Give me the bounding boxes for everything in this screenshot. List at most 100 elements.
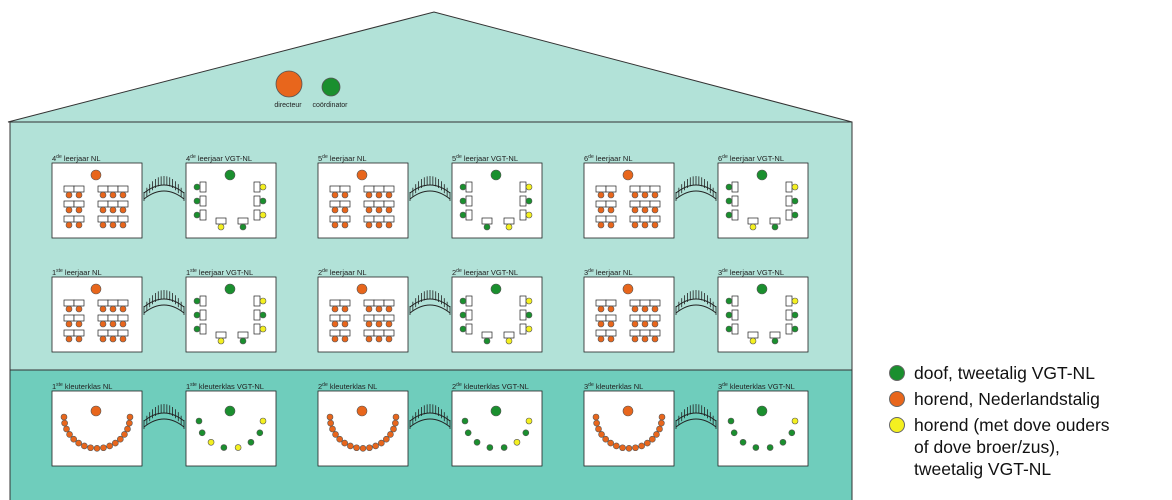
pupil-hearing (81, 442, 88, 450)
pupil-hearing (613, 442, 620, 450)
pupil (791, 183, 799, 191)
desk (519, 309, 527, 321)
teacher-dot (490, 169, 502, 181)
pupil (766, 444, 774, 451)
pupil (513, 438, 521, 446)
desk (107, 314, 119, 322)
desk (363, 185, 375, 193)
room-label-1-nl: 1ste leerjaar NL (52, 268, 102, 277)
pupil (725, 197, 733, 205)
pupil (725, 311, 733, 319)
desk (199, 323, 207, 335)
desk (785, 323, 793, 335)
desk (199, 209, 207, 221)
desk (339, 215, 351, 223)
legend-item-hearing: horend, Nederlandstalig (885, 388, 1170, 410)
desk (465, 323, 473, 335)
desk (329, 299, 341, 307)
pupil-hearing (651, 320, 659, 328)
room-label-k1-vgt: 1ste kleuterklas VGT-NL (186, 382, 264, 391)
pupil (525, 325, 533, 333)
bridge-arch (409, 190, 451, 200)
desk (237, 331, 249, 339)
director-dot (275, 70, 303, 98)
desk (595, 314, 607, 322)
pupil (256, 429, 264, 437)
pupil (525, 417, 533, 425)
desk (117, 314, 129, 322)
pupil-hearing (87, 444, 94, 452)
pupil-hearing (65, 221, 73, 229)
pupil-hearing (99, 191, 107, 199)
pupil-hearing (331, 335, 339, 343)
desk (339, 185, 351, 193)
desk (649, 314, 661, 322)
pupil-hearing (651, 221, 659, 229)
pupil-hearing (592, 413, 600, 421)
pupil-hearing (119, 206, 127, 214)
desk (519, 295, 527, 307)
desk (639, 329, 651, 337)
pupil-hearing (641, 221, 649, 229)
pupil-hearing (61, 419, 68, 427)
pupil-hearing (109, 221, 117, 229)
pupil-hearing (75, 191, 83, 199)
desk (785, 181, 793, 193)
pupil-hearing (375, 221, 383, 229)
desk (519, 209, 527, 221)
building-upper-floors (9, 121, 853, 371)
pupil-hearing (99, 335, 107, 343)
desk (363, 329, 375, 337)
pupil-hearing (99, 305, 107, 313)
pupil-hearing (607, 320, 615, 328)
teacher-dot (90, 169, 102, 181)
teacher-dot (356, 169, 368, 181)
room-label-5-vgt: 5de leerjaar VGT-NL (452, 154, 518, 163)
teacher-dot (622, 405, 634, 417)
pupil-hearing (109, 305, 117, 313)
pupil-hearing (331, 191, 339, 199)
pupil (486, 444, 494, 451)
pupil-hearing (385, 305, 393, 313)
bridge-connector (143, 404, 185, 429)
pupil-hearing (75, 221, 83, 229)
pupil (739, 438, 747, 446)
pupil-hearing (60, 413, 68, 421)
pupil (483, 337, 491, 345)
pupil-hearing (597, 221, 605, 229)
desk (731, 309, 739, 321)
pupil-hearing (341, 191, 349, 199)
pupil (198, 429, 206, 437)
desk (199, 295, 207, 307)
desk (339, 329, 351, 337)
desk (63, 299, 75, 307)
desk (595, 185, 607, 193)
pupil-hearing (641, 191, 649, 199)
pupil-hearing (75, 335, 83, 343)
pupil-hearing (341, 320, 349, 328)
pupil-hearing (651, 305, 659, 313)
desk (465, 209, 473, 221)
desk (97, 215, 109, 223)
pupil (459, 211, 467, 219)
pupil (473, 438, 481, 446)
pupil-hearing (109, 320, 117, 328)
room-label-6-nl: 6de leerjaar NL (584, 154, 633, 163)
desk (253, 295, 261, 307)
desk (383, 200, 395, 208)
pupil (259, 211, 267, 219)
pupil (779, 438, 787, 446)
pupil (730, 429, 738, 437)
pupil-hearing (126, 419, 133, 427)
desk (465, 295, 473, 307)
desk (639, 215, 651, 223)
desk (107, 200, 119, 208)
desk (465, 195, 473, 207)
pupil-hearing (658, 419, 665, 427)
desk (215, 331, 227, 339)
desk (73, 314, 85, 322)
pupil (239, 337, 247, 345)
desk (629, 314, 641, 322)
desk (639, 314, 651, 322)
